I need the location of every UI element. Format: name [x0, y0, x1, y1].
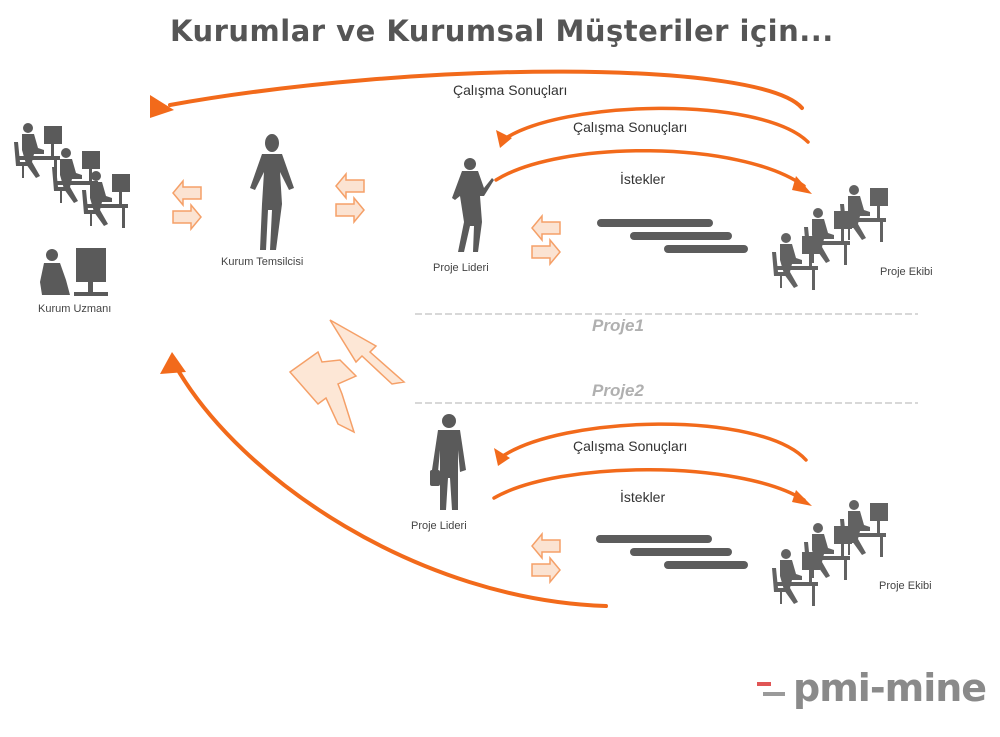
project-swap-arrows	[288, 319, 406, 434]
p1-results-label: Çalışma Sonuçları	[573, 119, 688, 135]
p2-results-arrowhead	[494, 448, 510, 466]
proje-ekibi-2-label: Proje Ekibi	[879, 580, 932, 592]
p2-requests-arrowhead	[792, 490, 812, 506]
exchange-arrows-4	[531, 533, 561, 583]
proje-ekibi-1-cluster	[772, 185, 888, 290]
kurum-uzmani-figure	[40, 248, 108, 296]
p2-results-arrow	[498, 422, 808, 462]
logo-mark-icon	[757, 682, 785, 696]
p1-results-arrowhead	[496, 130, 512, 148]
kurum-temsilcisi-label: Kurum Temsilcisi	[221, 256, 304, 268]
bottom-feedback-arrow	[173, 363, 608, 608]
top-results-arrow	[168, 69, 804, 110]
proje-lideri-2-figure	[430, 414, 466, 510]
proje-lideri-1-label: Proje Lideri	[433, 262, 489, 274]
p1-requests-arrow	[494, 148, 806, 188]
proje2-label: Proje2	[592, 381, 644, 400]
kurum-temsilcisi-figure	[250, 134, 294, 250]
task-bars-2	[596, 535, 748, 569]
exchange-arrows-2	[335, 173, 365, 223]
p1-requests-label: İstekler	[620, 171, 666, 187]
task-bars-1	[597, 219, 748, 253]
proje-ekibi-1-label: Proje Ekibi	[880, 266, 933, 278]
kurum-uzmani-label: Kurum Uzmanı	[38, 303, 112, 315]
page-title: Kurumlar ve Kurumsal Müşteriler için...	[170, 14, 834, 48]
p2-requests-label: İstekler	[620, 489, 666, 505]
top-results-label: Çalışma Sonuçları	[453, 82, 568, 98]
exchange-arrows-1	[172, 180, 202, 230]
exchange-arrows-3	[531, 215, 561, 265]
p2-requests-arrow	[492, 468, 806, 502]
bottom-feedback-arrowhead	[160, 352, 186, 374]
top-results-arrowhead	[150, 95, 174, 118]
proje-lideri-1-figure	[452, 158, 494, 252]
proje-lideri-2-label: Proje Lideri	[411, 520, 467, 532]
proje1-label: Proje1	[592, 316, 644, 335]
logo-text: pmi-mine	[793, 666, 987, 710]
proje-ekibi-2-cluster	[772, 500, 888, 606]
p1-requests-arrowhead	[792, 176, 812, 194]
client-team-cluster	[14, 123, 130, 228]
p1-results-arrow	[501, 106, 810, 144]
p2-results-label: Çalışma Sonuçları	[573, 438, 688, 454]
